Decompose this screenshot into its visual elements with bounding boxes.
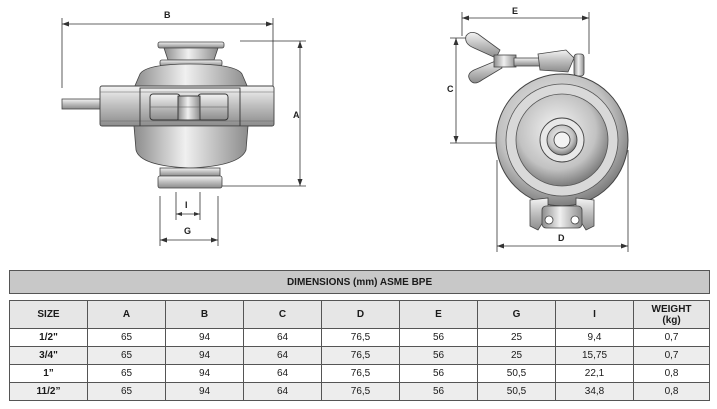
table-header-row: SIZE A B C D E G I WEIGHT (kg) xyxy=(9,300,711,329)
cell: 34,8 xyxy=(555,382,634,401)
cell: 25 xyxy=(477,346,556,365)
cell-size: 1/2" xyxy=(9,328,88,347)
dim-c-label: C xyxy=(447,84,454,94)
header-cell: I xyxy=(555,300,634,329)
cell: 64 xyxy=(243,382,322,401)
header-cell: D xyxy=(321,300,400,329)
cell-size: 11/2” xyxy=(9,382,88,401)
table-row: 1/2" 65 94 64 76,5 56 25 9,4 0,7 xyxy=(9,328,711,347)
cell: 65 xyxy=(87,346,166,365)
cell: 0,7 xyxy=(632,346,711,365)
cell: 25 xyxy=(477,328,556,347)
cell: 56 xyxy=(399,328,478,347)
header-cell: C xyxy=(243,300,322,329)
cell-size: 1” xyxy=(9,364,88,383)
header-cell: G xyxy=(477,300,556,329)
header-cell: SIZE xyxy=(9,300,88,329)
cell: 64 xyxy=(243,346,322,365)
cell: 22,1 xyxy=(555,364,634,383)
table-row: 11/2” 65 94 64 76,5 56 50,5 34,8 0,8 xyxy=(9,382,711,401)
front-view: E C D xyxy=(447,6,629,252)
dim-i-label: I xyxy=(185,200,188,210)
cell: 56 xyxy=(399,364,478,383)
cell: 64 xyxy=(243,328,322,347)
table-title: DIMENSIONS (mm) ASME BPE xyxy=(8,270,711,294)
cell: 76,5 xyxy=(321,328,400,347)
table-row: 1” 65 94 64 76,5 56 50,5 22,1 0,8 xyxy=(9,364,711,383)
header-cell: WEIGHT (kg) xyxy=(632,300,711,329)
cell: 94 xyxy=(165,364,244,383)
cell: 50,5 xyxy=(477,364,556,383)
dimensions-table: DIMENSIONS (mm) ASME BPE SIZE A B C D E … xyxy=(8,270,711,401)
dim-e-label: E xyxy=(512,6,518,16)
cell: 0,7 xyxy=(632,328,711,347)
cell: 76,5 xyxy=(321,364,400,383)
cell: 65 xyxy=(87,382,166,401)
cell: 94 xyxy=(165,382,244,401)
header-cell: B xyxy=(165,300,244,329)
cell-size: 3/4" xyxy=(9,346,88,365)
dim-d-label: D xyxy=(558,233,565,243)
cell: 76,5 xyxy=(321,346,400,365)
cell: 76,5 xyxy=(321,382,400,401)
cell: 56 xyxy=(399,346,478,365)
cell: 0,8 xyxy=(632,382,711,401)
dim-b-label: B xyxy=(164,10,171,20)
table-row: 3/4" 65 94 64 76,5 56 25 15,75 0,7 xyxy=(9,346,711,365)
cell: 94 xyxy=(165,328,244,347)
cell: 9,4 xyxy=(555,328,634,347)
header-cell: E xyxy=(399,300,478,329)
cell: 94 xyxy=(165,346,244,365)
cell: 65 xyxy=(87,364,166,383)
cell: 56 xyxy=(399,382,478,401)
header-cell: A xyxy=(87,300,166,329)
cell: 64 xyxy=(243,364,322,383)
side-view: B A I xyxy=(61,10,306,246)
cell: 0,8 xyxy=(632,364,711,383)
dim-g-label: G xyxy=(184,226,191,236)
cell: 65 xyxy=(87,328,166,347)
technical-drawing: B A I xyxy=(61,6,629,252)
dim-a-label: A xyxy=(293,110,300,120)
cell: 50,5 xyxy=(477,382,556,401)
cell: 15,75 xyxy=(555,346,634,365)
